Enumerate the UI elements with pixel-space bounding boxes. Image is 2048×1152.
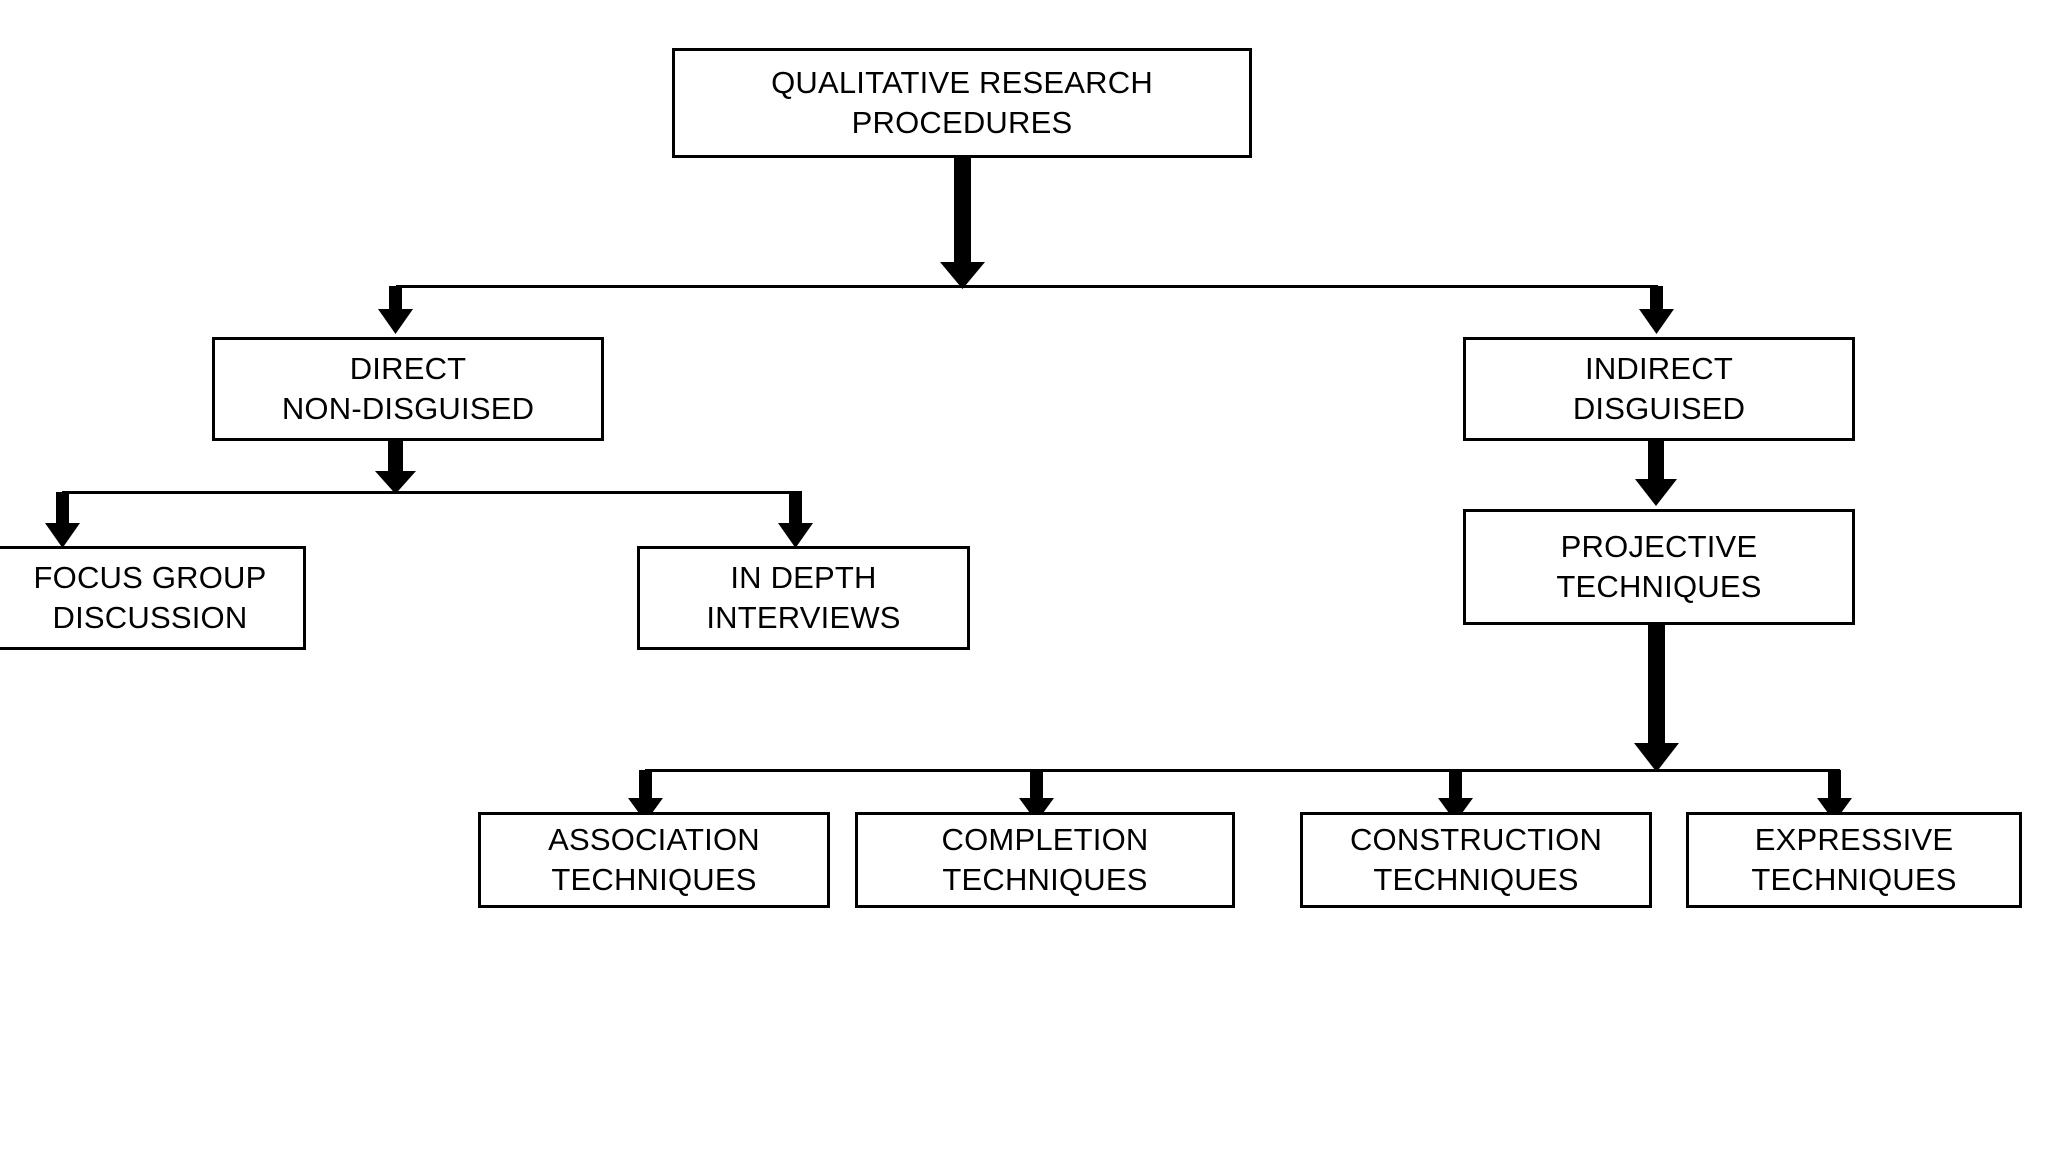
node-label-line2: NON-DISGUISED <box>281 391 535 426</box>
edge-direct-to-children <box>45 440 813 548</box>
edge-indirect-to-projective <box>1635 440 1677 506</box>
edge-to-in-depth-stem <box>789 492 802 527</box>
node-label-line1: FOCUS GROUP <box>33 560 267 596</box>
node-label-line1: PROJECTIVE <box>1560 529 1758 565</box>
node-label-line2: TECHNIQUES <box>551 862 757 897</box>
edge-to-indirect-stem <box>1650 286 1663 313</box>
node-label-line2: DISCUSSION <box>52 600 248 635</box>
edge-to-indirect-arrowhead <box>1639 309 1674 334</box>
node-label-line1: ASSOCIATION <box>548 822 760 858</box>
node-expressive-techniques[interactable]: EXPRESSIVE TECHNIQUES <box>1686 812 2022 908</box>
node-indirect-disguised[interactable]: INDIRECT DISGUISED <box>1463 337 1855 441</box>
node-label-line1: QUALITATIVE RESEARCH <box>771 65 1153 101</box>
edge-root-stem <box>954 158 971 266</box>
node-label-line1: EXPRESSIVE <box>1754 822 1954 858</box>
edge-root-to-branches <box>378 158 1674 334</box>
node-label-line1: COMPLETION <box>941 822 1149 858</box>
edge-to-direct-stem <box>389 286 402 313</box>
edge-indirect-stem <box>1648 440 1664 483</box>
edge-direct-arrowhead <box>375 471 416 494</box>
edge-to-in-depth-arrowhead <box>778 523 813 548</box>
node-label-line2: TECHNIQUES <box>1751 862 1957 897</box>
node-projective-techniques[interactable]: PROJECTIVE TECHNIQUES <box>1463 509 1855 625</box>
node-label-line1: IN DEPTH <box>730 560 877 596</box>
bus-level2-left <box>62 491 802 494</box>
node-construction-techniques[interactable]: CONSTRUCTION TECHNIQUES <box>1300 812 1652 908</box>
node-label-line2: PROCEDURES <box>851 105 1073 140</box>
edge-to-expressive-stem <box>1828 770 1841 802</box>
node-direct-non-disguised[interactable]: DIRECT NON-DISGUISED <box>212 337 604 441</box>
edge-root-arrowhead <box>940 262 985 289</box>
node-label-line2: DISGUISED <box>1572 391 1746 426</box>
node-label-line2: TECHNIQUES <box>1556 569 1762 604</box>
bus-level3 <box>645 769 1840 772</box>
node-completion-techniques[interactable]: COMPLETION TECHNIQUES <box>855 812 1235 908</box>
edge-to-construction-stem <box>1449 770 1462 802</box>
node-label-line1: CONSTRUCTION <box>1349 822 1603 858</box>
edge-to-focus-group-stem <box>56 492 69 527</box>
node-association-techniques[interactable]: ASSOCIATION TECHNIQUES <box>478 812 830 908</box>
edge-indirect-arrowhead <box>1635 479 1677 506</box>
edge-to-association-stem <box>639 770 652 802</box>
node-focus-group-discussion[interactable]: FOCUS GROUP DISCUSSION <box>0 546 306 650</box>
node-qualitative-research-procedures[interactable]: QUALITATIVE RESEARCH PROCEDURES <box>672 48 1252 158</box>
node-label-line2: INTERVIEWS <box>706 600 901 635</box>
bus-level1 <box>396 285 1658 288</box>
node-label-line2: TECHNIQUES <box>942 862 1148 897</box>
node-label-line2: TECHNIQUES <box>1373 862 1579 897</box>
node-label-line1: INDIRECT <box>1585 351 1733 387</box>
node-label-line1: DIRECT <box>349 351 467 387</box>
edge-projective-to-children <box>628 625 1852 822</box>
edge-projective-arrowhead <box>1634 743 1679 772</box>
edge-to-direct-arrowhead <box>378 309 413 334</box>
edge-to-focus-group-arrowhead <box>45 523 80 548</box>
node-in-depth-interviews[interactable]: IN DEPTH INTERVIEWS <box>637 546 970 650</box>
edge-direct-stem <box>388 440 403 475</box>
edge-projective-stem <box>1648 625 1665 747</box>
edge-to-completion-stem <box>1030 770 1043 802</box>
